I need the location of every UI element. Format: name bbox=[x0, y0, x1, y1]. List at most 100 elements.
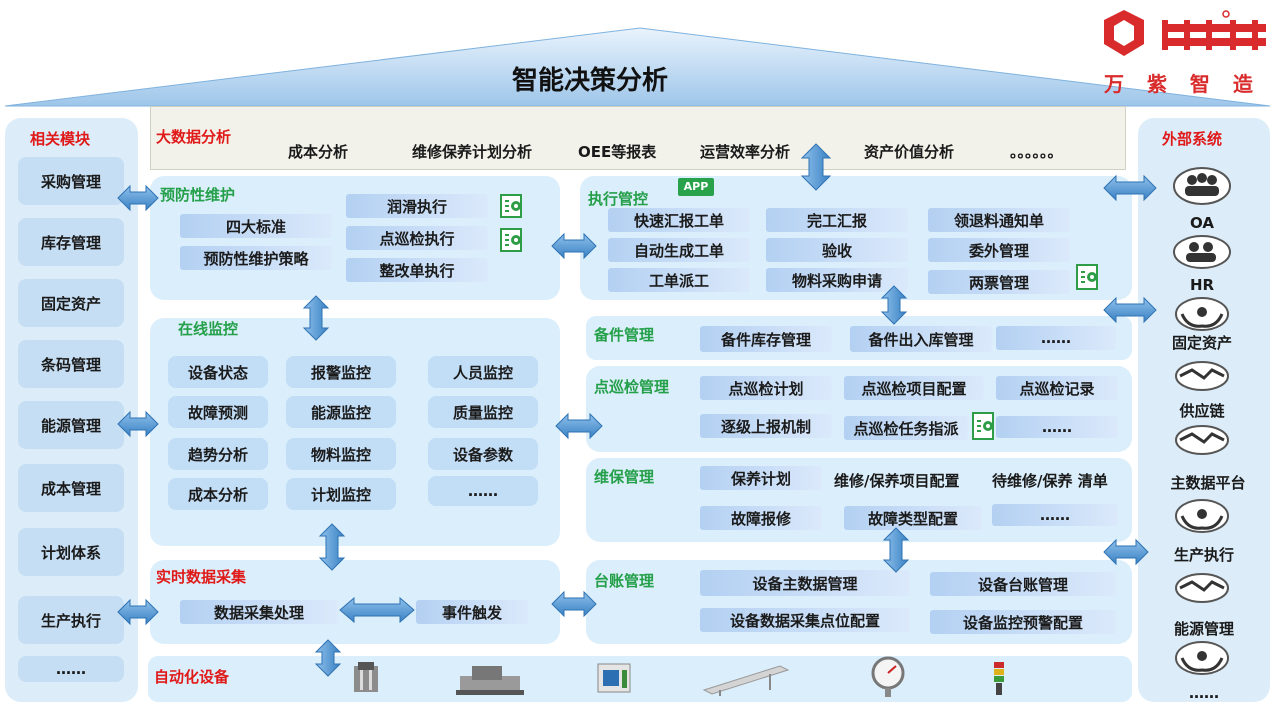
handshake-icon bbox=[1175, 361, 1229, 391]
cylinder-machine-icon bbox=[354, 662, 378, 692]
exec-purchase-request[interactable]: 物料采购申请 bbox=[766, 268, 908, 292]
maint-fault-types[interactable]: 故障类型配置 bbox=[844, 506, 982, 530]
ext-fixed-assets[interactable]: 固定资产 bbox=[1171, 334, 1232, 352]
exec-acceptance[interactable]: 验收 bbox=[766, 238, 908, 262]
ext-more: …… bbox=[1189, 684, 1219, 702]
inspect-report[interactable]: 逐级上报机制 bbox=[700, 414, 832, 438]
auto-label: 自动化设备 bbox=[154, 668, 230, 686]
external-systems-title: 外部系统 bbox=[1162, 130, 1223, 148]
ext-production[interactable]: 生产执行 bbox=[1173, 546, 1234, 564]
module-barcode[interactable]: 条码管理 bbox=[18, 340, 124, 388]
maint-label: 维保管理 bbox=[594, 468, 655, 486]
bigdata-item: 运营效率分析 bbox=[700, 143, 791, 161]
ledger-master-data[interactable]: 设备主数据管理 bbox=[700, 570, 910, 596]
spare-inventory[interactable]: 备件库存管理 bbox=[700, 326, 832, 352]
inspect-assign[interactable]: 点巡检任务指派 bbox=[844, 416, 968, 440]
spare-more: …… bbox=[996, 326, 1116, 350]
realtime-label: 实时数据采集 bbox=[156, 568, 247, 586]
pm-label: 预防性维护 bbox=[160, 186, 236, 204]
exec-label: 执行管控 bbox=[588, 190, 649, 208]
exec-material-notice[interactable]: 领退料通知单 bbox=[928, 208, 1070, 232]
oa-group-icon bbox=[1173, 167, 1231, 205]
pm-standards[interactable]: 四大标准 bbox=[180, 214, 332, 238]
ext-hr[interactable]: HR bbox=[1189, 276, 1215, 294]
signal-tower-icon bbox=[994, 662, 1004, 695]
pm-inspection[interactable]: 点巡检执行 bbox=[346, 226, 488, 250]
maint-config[interactable]: 维修/保养项目配置 bbox=[834, 472, 960, 490]
online-equipment-status[interactable]: 设备状态 bbox=[168, 356, 268, 388]
module-inventory[interactable]: 库存管理 bbox=[18, 218, 124, 266]
ledger-collection-points[interactable]: 设备数据采集点位配置 bbox=[700, 608, 910, 632]
online-trend[interactable]: 趋势分析 bbox=[168, 438, 268, 470]
module-purchase[interactable]: 采购管理 bbox=[18, 157, 124, 205]
pm-rectification[interactable]: 整改单执行 bbox=[346, 258, 488, 282]
spare-in-out[interactable]: 备件出入库管理 bbox=[850, 326, 992, 352]
settings-doc-icon bbox=[972, 412, 994, 440]
exec-outsourcing[interactable]: 委外管理 bbox=[928, 238, 1070, 262]
exec-dispatch[interactable]: 工单派工 bbox=[608, 268, 750, 292]
settings-doc-icon bbox=[1076, 264, 1098, 290]
maint-plan[interactable]: 保养计划 bbox=[700, 466, 822, 490]
exec-completion[interactable]: 完工汇报 bbox=[766, 208, 908, 232]
maint-more: …… bbox=[992, 504, 1118, 526]
ledger-label: 台账管理 bbox=[594, 572, 655, 590]
ledger-alert-config[interactable]: 设备监控预警配置 bbox=[930, 610, 1116, 634]
online-cost[interactable]: 成本分析 bbox=[168, 478, 268, 510]
hr-people-icon bbox=[1173, 235, 1231, 269]
bigdata-item: 维修保养计划分析 bbox=[412, 143, 533, 161]
module-planning[interactable]: 计划体系 bbox=[18, 528, 124, 576]
ext-supply-chain[interactable]: 供应链 bbox=[1179, 402, 1225, 420]
page-title: 智能决策分析 bbox=[511, 66, 668, 96]
ext-master-data[interactable]: 主数据平台 bbox=[1170, 474, 1246, 492]
module-fixed-assets[interactable]: 固定资产 bbox=[18, 279, 124, 327]
hands-support-icon bbox=[1175, 297, 1229, 331]
pm-strategy[interactable]: 预防性维护策略 bbox=[180, 246, 332, 270]
exec-quick-report[interactable]: 快速汇报工单 bbox=[608, 208, 750, 232]
module-production[interactable]: 生产执行 bbox=[18, 596, 124, 644]
online-quality[interactable]: 质量监控 bbox=[428, 396, 538, 428]
ledger-ledger[interactable]: 设备台账管理 bbox=[930, 572, 1116, 596]
hands-support-icon bbox=[1175, 641, 1229, 675]
settings-doc-icon bbox=[500, 194, 522, 218]
spare-label: 备件管理 bbox=[594, 326, 655, 344]
inspect-config[interactable]: 点巡检项目配置 bbox=[844, 376, 984, 400]
brand-name: 万 紫 智 造 bbox=[1104, 72, 1261, 96]
inspect-record[interactable]: 点巡检记录 bbox=[996, 376, 1118, 400]
handshake-icon bbox=[1175, 573, 1229, 603]
online-personnel[interactable]: 人员监控 bbox=[428, 356, 538, 388]
exec-two-tickets[interactable]: 两票管理 bbox=[928, 270, 1070, 294]
realtime-processing[interactable]: 数据采集处理 bbox=[180, 600, 338, 624]
maint-fault-report[interactable]: 故障报修 bbox=[700, 506, 822, 530]
exec-auto-workorder[interactable]: 自动生成工单 bbox=[608, 238, 750, 262]
cnc-machine-icon bbox=[456, 666, 524, 695]
online-fault-prediction[interactable]: 故障预测 bbox=[168, 396, 268, 428]
online-plan[interactable]: 计划监控 bbox=[286, 478, 396, 510]
online-alarm[interactable]: 报警监控 bbox=[286, 356, 396, 388]
maint-list[interactable]: 待维修/保养 清单 bbox=[992, 472, 1108, 490]
bigdata-panel bbox=[150, 106, 1126, 170]
inspect-plan[interactable]: 点巡检计划 bbox=[700, 376, 832, 400]
ext-oa[interactable]: OA bbox=[1190, 214, 1214, 232]
online-equipment-params[interactable]: 设备参数 bbox=[428, 438, 538, 470]
pressure-gauge-icon bbox=[871, 656, 905, 697]
bigdata-item: OEE等报表 bbox=[578, 143, 657, 161]
module-more: …… bbox=[18, 656, 124, 682]
bigdata-item: 成本分析 bbox=[288, 143, 349, 161]
online-label: 在线监控 bbox=[178, 320, 239, 338]
realtime-event-trigger[interactable]: 事件触发 bbox=[416, 600, 528, 624]
conveyor-icon bbox=[702, 665, 790, 696]
online-material[interactable]: 物料监控 bbox=[286, 438, 396, 470]
app-badge: APP bbox=[678, 178, 714, 196]
pm-lubrication[interactable]: 润滑执行 bbox=[346, 194, 488, 218]
online-energy[interactable]: 能源监控 bbox=[286, 396, 396, 428]
hands-support-icon bbox=[1175, 499, 1229, 533]
automation-panel bbox=[148, 656, 1132, 702]
module-cost[interactable]: 成本管理 bbox=[18, 464, 124, 512]
handshake-icon bbox=[1175, 425, 1229, 455]
online-more: …… bbox=[428, 476, 538, 506]
ext-energy[interactable]: 能源管理 bbox=[1173, 620, 1234, 638]
inspect-more: …… bbox=[996, 416, 1118, 438]
module-energy[interactable]: 能源管理 bbox=[18, 401, 124, 449]
brand-logo-icon bbox=[1104, 10, 1266, 56]
